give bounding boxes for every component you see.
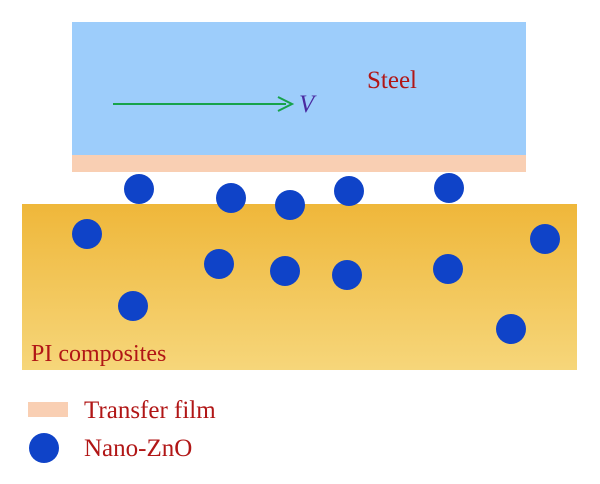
transfer-film-layer [72, 155, 526, 172]
nano-zno-particle [334, 176, 364, 206]
legend-transfer-film-label: Transfer film [84, 397, 216, 424]
nano-zno-particle [434, 173, 464, 203]
nano-zno-particle [118, 291, 148, 321]
nano-zno-particle [332, 260, 362, 290]
nano-zno-particle [124, 174, 154, 204]
pi-composite-block [22, 204, 577, 370]
nano-zno-particle [275, 190, 305, 220]
nano-zno-particle [216, 183, 246, 213]
nano-zno-particle [433, 254, 463, 284]
velocity-label: V [299, 91, 317, 118]
nano-zno-particle [270, 256, 300, 286]
nano-zno-particle [72, 219, 102, 249]
steel-block [72, 22, 526, 158]
nano-zno-particle [204, 249, 234, 279]
legend: Transfer film Nano-ZnO [28, 397, 216, 463]
legend-nano-zno-label: Nano-ZnO [84, 435, 192, 462]
steel-label: Steel [367, 67, 417, 94]
legend-transfer-film-swatch [28, 402, 68, 417]
pi-composites-label: PI composites [31, 341, 166, 367]
velocity-arrow [113, 96, 295, 112]
nano-zno-particle [530, 224, 560, 254]
legend-nano-zno-swatch [29, 433, 59, 463]
nano-zno-particle [496, 314, 526, 344]
